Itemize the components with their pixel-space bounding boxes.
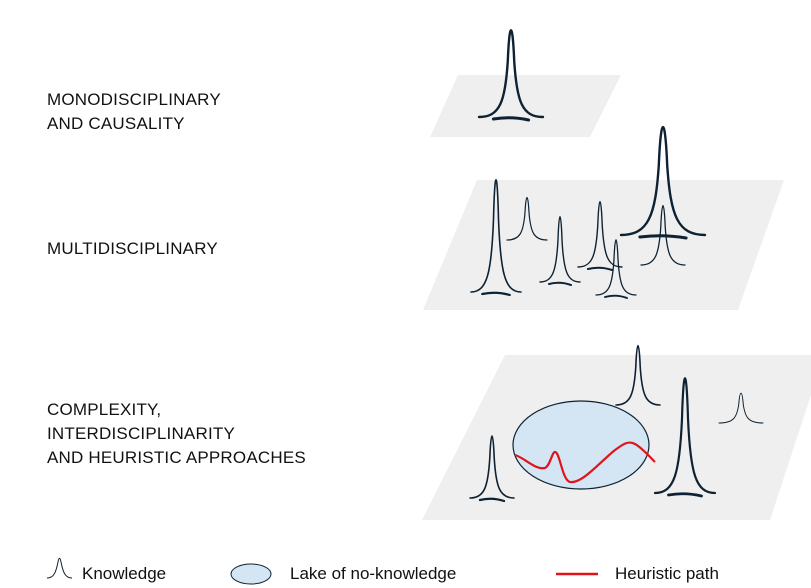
knowledge-peak-base <box>548 281 572 286</box>
knowledge-peak <box>469 435 515 499</box>
knowledge-peak-base <box>638 234 688 240</box>
plane-monodisciplinary <box>430 75 621 137</box>
level-label-monodisciplinary: MONODISCIPLINARY AND CAUSALITY <box>47 90 221 133</box>
level-label-multidisciplinary: MULTIDISCIPLINARY <box>47 239 218 258</box>
knowledge-peak <box>718 392 764 424</box>
knowledge-peak-base <box>586 266 614 271</box>
legend-knowledge-label: Knowledge <box>82 564 167 583</box>
knowledge-peak-base <box>667 492 703 498</box>
knowledge-peak-base <box>481 291 511 297</box>
knowledge-peak <box>615 344 661 406</box>
knowledge-peak <box>653 377 717 495</box>
knowledge-peak <box>577 200 623 268</box>
heuristic-path <box>514 441 656 484</box>
knowledge-peak <box>470 179 522 293</box>
legend-lake-icon <box>230 563 272 585</box>
knowledge-peak <box>595 239 637 296</box>
plane-multidisciplinary <box>423 180 784 310</box>
knowledge-peak <box>477 29 545 119</box>
legend-lake-label: Lake of no-knowledge <box>290 564 457 583</box>
knowledge-peak-base <box>491 116 531 122</box>
lake-of-no-knowledge <box>512 400 650 490</box>
legend-knowledge-icon <box>46 557 73 579</box>
knowledge-peak-base <box>478 497 506 503</box>
legend-heuristic-path-label: Heuristic path <box>615 564 719 583</box>
level-label-complexity: COMPLEXITY, INTERDISCIPLINARITY AND HEUR… <box>47 400 306 467</box>
knowledge-peak-base <box>604 294 628 299</box>
knowledge-peak <box>640 204 686 266</box>
knowledge-peak <box>619 126 707 237</box>
knowledge-peak <box>506 196 548 241</box>
knowledge-peak <box>539 215 581 283</box>
